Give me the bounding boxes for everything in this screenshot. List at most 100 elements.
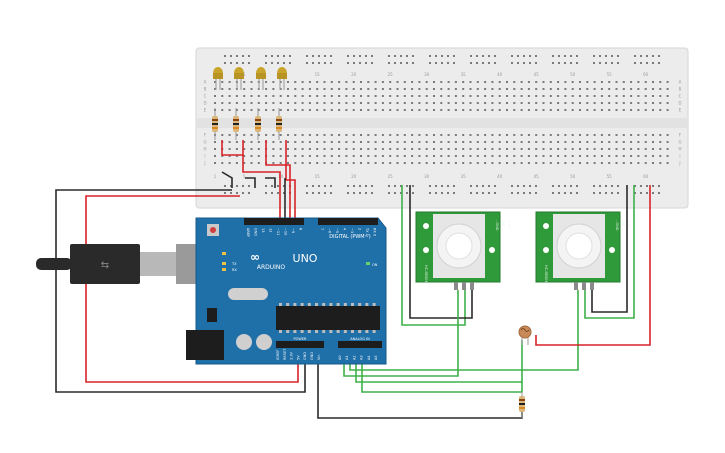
breadboard-hole[interactable] [221,95,224,97]
breadboard-hole[interactable] [447,192,449,194]
breadboard-hole[interactable] [308,141,311,143]
breadboard-hole[interactable] [441,185,443,187]
breadboard-hole[interactable] [347,192,349,194]
breadboard-hole[interactable] [659,102,662,104]
breadboard-hole[interactable] [617,55,619,57]
breadboard-hole[interactable] [425,88,428,90]
breadboard-hole[interactable] [571,88,574,90]
breadboard-hole[interactable] [646,192,648,194]
breadboard-hole[interactable] [389,134,392,136]
breadboard-hole[interactable] [272,102,275,104]
breadboard-hole[interactable] [433,162,435,164]
breadboard-hole[interactable] [520,155,523,157]
breadboard-hole[interactable] [301,141,304,143]
breadboard-hole[interactable] [511,192,513,194]
breadboard-hole[interactable] [316,155,319,157]
breadboard-hole[interactable] [611,62,613,64]
breadboard-hole[interactable] [279,109,282,111]
breadboard-hole[interactable] [224,192,226,194]
resistor-2[interactable] [233,108,239,140]
breadboard-hole[interactable] [330,162,333,164]
breadboard-hole[interactable] [634,192,636,194]
breadboard-hole[interactable] [498,102,501,104]
breadboard-hole[interactable] [440,109,443,111]
breadboard-hole[interactable] [469,134,472,136]
breadboard-hole[interactable] [552,55,554,57]
breadboard-hole[interactable] [235,162,238,164]
breadboard-hole[interactable] [453,55,455,57]
breadboard-hole[interactable] [469,95,472,97]
breadboard-hole[interactable] [403,148,406,150]
breadboard-hole[interactable] [230,62,232,64]
breadboard-hole[interactable] [637,95,640,97]
breadboard-hole[interactable] [552,185,554,187]
breadboard-hole[interactable] [615,134,618,136]
breadboard-hole[interactable] [324,185,326,187]
breadboard-hole[interactable] [221,162,224,164]
breadboard-hole[interactable] [440,134,443,136]
wire-black-pir2-gnd[interactable] [591,185,628,313]
breadboard-hole[interactable] [221,109,224,111]
breadboard-hole[interactable] [564,109,567,111]
breadboard-hole[interactable] [520,162,523,164]
breadboard-hole[interactable] [482,192,484,194]
breadboard-hole[interactable] [365,62,367,64]
breadboard-hole[interactable] [659,81,662,83]
breadboard-hole[interactable] [412,62,414,64]
breadboard-hole[interactable] [435,55,437,57]
breadboard-hole[interactable] [338,95,341,97]
breadboard-hole[interactable] [520,95,523,97]
breadboard-hole[interactable] [400,62,402,64]
breadboard-hole[interactable] [353,55,355,57]
breadboard-hole[interactable] [279,162,282,164]
breadboard-hole[interactable] [323,162,326,164]
breadboard-hole[interactable] [301,134,304,136]
breadboard-hole[interactable] [367,102,370,104]
breadboard-hole[interactable] [517,62,519,64]
breadboard-hole[interactable] [243,88,246,90]
breadboard-hole[interactable] [454,88,457,90]
breadboard-hole[interactable] [652,134,654,136]
breadboard-hole[interactable] [389,88,392,90]
breadboard-hole[interactable] [600,134,603,136]
breadboard-hole[interactable] [272,81,275,83]
breadboard-hole[interactable] [469,141,472,143]
breadboard-hole[interactable] [652,88,654,90]
breadboard-hole[interactable] [600,141,603,143]
breadboard-hole[interactable] [316,134,319,136]
breadboard-hole[interactable] [279,155,282,157]
breadboard-hole[interactable] [301,148,304,150]
breadboard-hole[interactable] [637,81,640,83]
breadboard-hole[interactable] [316,81,319,83]
breadboard-hole[interactable] [294,134,297,136]
breadboard-hole[interactable] [345,88,348,90]
breadboard-hole[interactable] [360,109,362,111]
breadboard-hole[interactable] [571,134,574,136]
breadboard-hole[interactable] [347,62,349,64]
breadboard-hole[interactable] [345,102,348,104]
breadboard-hole[interactable] [425,134,428,136]
breadboard-hole[interactable] [523,55,525,57]
breadboard-hole[interactable] [406,192,408,194]
breadboard-hole[interactable] [214,95,216,97]
breadboard-hole[interactable] [396,81,399,83]
breadboard-hole[interactable] [248,192,250,194]
breadboard-hole[interactable] [605,55,607,57]
breadboard-hole[interactable] [214,162,216,164]
breadboard-hole[interactable] [394,62,396,64]
breadboard-hole[interactable] [549,88,552,90]
breadboard-hole[interactable] [593,102,596,104]
breadboard-hole[interactable] [462,109,465,111]
breadboard-hole[interactable] [425,81,428,83]
breadboard-hole[interactable] [324,62,326,64]
breadboard-hole[interactable] [441,55,443,57]
breadboard-hole[interactable] [367,88,370,90]
breadboard-hole[interactable] [600,155,603,157]
breadboard-hole[interactable] [599,55,601,57]
breadboard-hole[interactable] [535,102,538,104]
breadboard-hole[interactable] [542,102,545,104]
breadboard-hole[interactable] [265,185,267,187]
breadboard-hole[interactable] [652,192,654,194]
breadboard-hole[interactable] [593,62,595,64]
